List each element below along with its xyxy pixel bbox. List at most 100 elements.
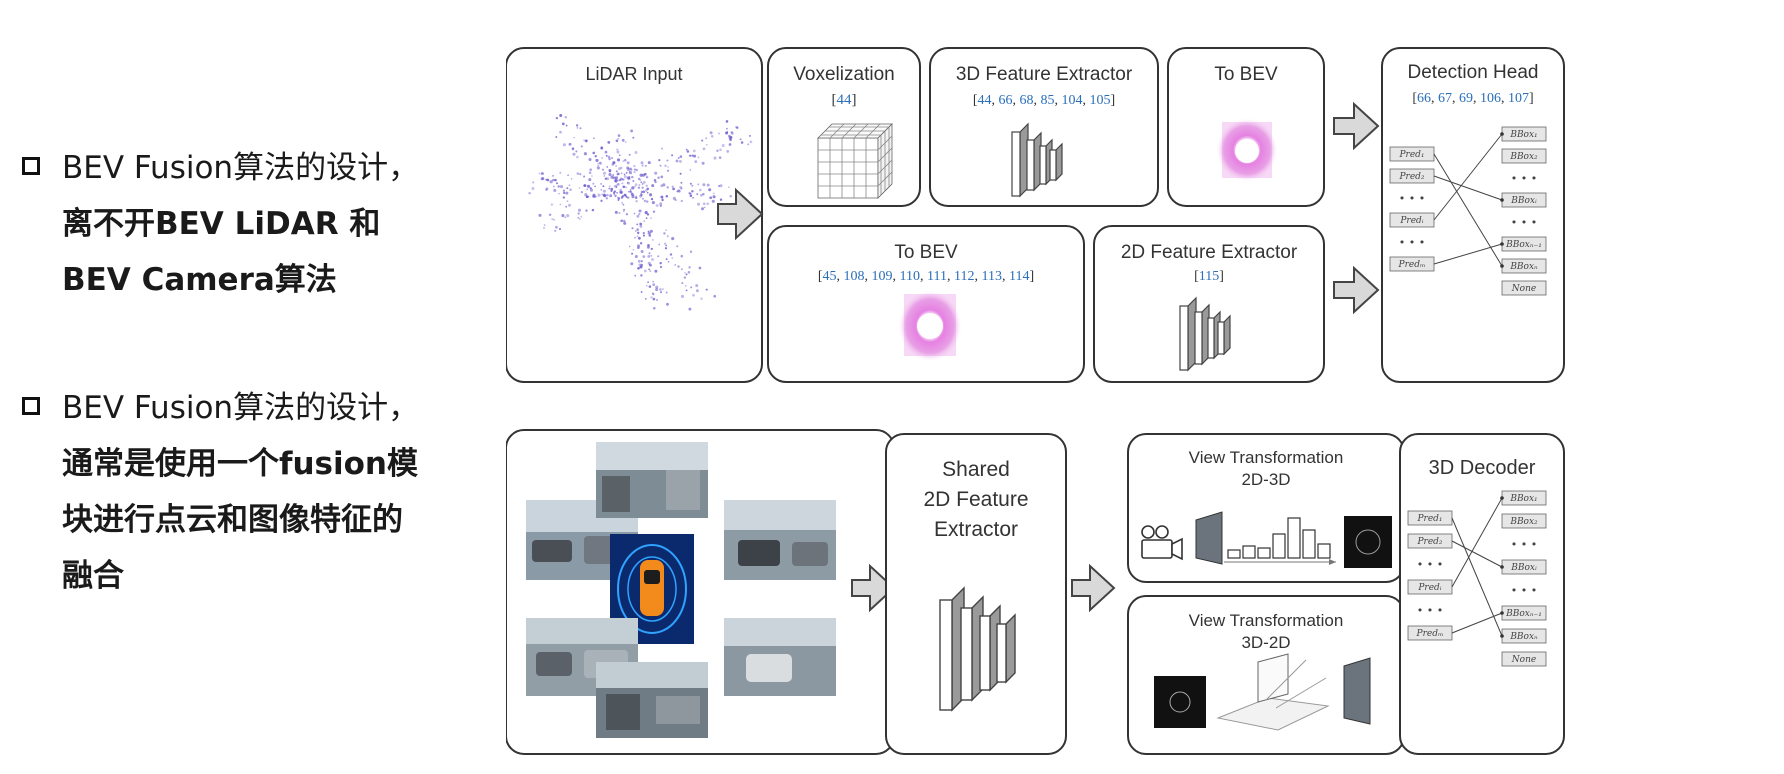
bbox-label: BBoxᵢ <box>1510 563 1537 573</box>
feature-extractor-2d-title: 2D Feature Extractor <box>1121 242 1298 263</box>
histogram-bar <box>1227 549 1241 559</box>
projection-geometry-icon <box>1216 653 1330 731</box>
image-plane-icon <box>1195 511 1223 565</box>
camera-image-front-right <box>724 500 836 580</box>
bullet-2-line-4: 融合 <box>62 558 124 594</box>
bbox-box <box>1501 148 1547 164</box>
bullet-2-line-3: 块进行点云和图像特征的 <box>62 502 403 538</box>
square-bullet-icon <box>22 397 40 415</box>
match-edge-end <box>1500 634 1504 638</box>
prediction-label: Pred₁ <box>1398 150 1424 160</box>
decoder-3d-title: 3D Decoder <box>1429 457 1536 479</box>
bbox-label: BBoxₙ <box>1509 632 1538 642</box>
camera-image-back <box>596 662 708 738</box>
ref-number: 107 <box>1508 91 1529 106</box>
feature-extractor-3d-refs: [44, 66, 68, 85, 104, 105] <box>973 93 1115 108</box>
ellipsis: • • • <box>1511 172 1537 185</box>
histogram-bar <box>1257 547 1271 559</box>
view-transform-2d3d-title-2: 2D-3D <box>1241 470 1290 489</box>
bev-input-dark-image <box>1154 676 1206 728</box>
bev-feature-map-image <box>1216 118 1278 182</box>
bullet-1-line-3: BEV Camera算法 <box>62 262 337 298</box>
ref-number: 68 <box>1020 93 1034 108</box>
bbox-label: BBox₁ <box>1509 494 1537 504</box>
image-plane-icon <box>1343 657 1371 725</box>
camera-input-panel <box>506 429 895 755</box>
histogram-bar <box>1287 517 1301 559</box>
bbox-label: BBoxₙ₋₁ <box>1505 609 1542 619</box>
bullet-1-line-2: 离不开BEV LiDAR 和 <box>62 206 381 242</box>
ellipsis: • • • <box>1417 558 1443 571</box>
cnn-layers-icon <box>1011 122 1063 198</box>
shared-title-line-3: Extractor <box>934 518 1018 541</box>
match-edge <box>1451 497 1503 588</box>
prediction-label: Pred₂ <box>1416 537 1442 547</box>
match-edge <box>1451 612 1503 634</box>
view-transform-3d2d-title-2: 3D-2D <box>1241 633 1290 652</box>
detection-head-panel: Detection Head [66, 67, 69, 106, 107] Pr… <box>1381 47 1565 383</box>
bbox-box <box>1501 651 1547 667</box>
bbox-label: BBox₂ <box>1509 517 1538 527</box>
ref-number: 105 <box>1090 93 1111 108</box>
depth-distribution-histogram <box>1227 517 1331 559</box>
bev-output-dark-image <box>1344 516 1392 568</box>
lidar-point-cloud <box>528 114 753 311</box>
ellipsis: • • • <box>1417 604 1443 617</box>
flow-arrow-icon <box>717 187 764 241</box>
pipeline-diagram: LiDAR Input Voxelization [44] 3D Feature… <box>506 47 1565 755</box>
detection-head-refs: [66, 67, 69, 106, 107] <box>1412 91 1533 106</box>
shared-title-line-1: Shared <box>942 458 1010 481</box>
cnn-layers-icon <box>939 586 1016 712</box>
ref-number: 110 <box>900 269 920 284</box>
ellipsis: • • • <box>1399 236 1425 249</box>
voxelization-panel: Voxelization [44] <box>767 47 921 207</box>
flow-arrow-icon <box>1333 265 1380 315</box>
feature-extractor-3d-box <box>929 47 1159 207</box>
ref-number: 66 <box>999 93 1013 108</box>
bev-feature-map-image <box>898 290 962 362</box>
view-transform-3d2d-title-1: View Transformation <box>1189 611 1344 630</box>
camera-image-back-right <box>724 618 836 696</box>
bbox-label: BBoxₙ <box>1509 262 1538 272</box>
flow-arrow-icon <box>851 563 896 613</box>
voxel-cube-icon <box>817 123 893 199</box>
match-edge <box>1433 243 1503 265</box>
bbox-label: BBox₂ <box>1509 152 1538 162</box>
match-edge-end <box>1500 198 1504 202</box>
match-edge-end <box>1500 242 1504 246</box>
prediction-label: Pred₂ <box>1398 172 1424 182</box>
bullet-list: BEV Fusion算法的设计， 离不开BEV LiDAR 和 BEV Came… <box>22 140 462 594</box>
cnn-layers-icon <box>1179 296 1231 372</box>
square-bullet-icon <box>22 157 40 175</box>
histogram-bar <box>1302 529 1316 559</box>
bbox-label: BBoxₙ₋₁ <box>1505 240 1542 250</box>
ref-number: 104 <box>1062 93 1083 108</box>
match-edge-end <box>1500 611 1504 615</box>
voxelization-refs: [44] <box>832 92 857 108</box>
voxelization-title: Voxelization <box>793 64 894 85</box>
bullet-2-line-2: 通常是使用一个fusion模 <box>62 446 418 482</box>
lidar-input-panel: LiDAR Input <box>506 47 763 383</box>
flow-arrow-icon <box>1333 101 1380 151</box>
ellipsis: • • • <box>1511 538 1537 551</box>
ref-number: 69 <box>1459 91 1473 106</box>
bbox-label: BBox₁ <box>1509 130 1537 140</box>
prediction-label: Pred₁ <box>1416 514 1442 524</box>
ref-number: 45 <box>823 269 837 284</box>
bbox-label: BBoxᵢ <box>1510 196 1537 206</box>
bbox-box <box>1501 280 1547 296</box>
detection-head-title: Detection Head <box>1408 62 1539 83</box>
ref-number: 85 <box>1041 93 1055 108</box>
feature-extractor-2d-box <box>1093 225 1325 383</box>
ref-number: 44 <box>837 92 853 108</box>
ref-number: 113 <box>981 269 1001 284</box>
histogram-bar <box>1272 533 1286 559</box>
ellipsis: • • • <box>1511 584 1537 597</box>
match-edge-end <box>1500 496 1504 500</box>
histogram-bar <box>1242 545 1256 559</box>
ellipsis: • • • <box>1511 216 1537 229</box>
view-transform-3d2d-panel: View Transformation 3D-2D <box>1127 595 1405 755</box>
match-edge <box>1451 540 1503 568</box>
bullet-item-1: BEV Fusion算法的设计， 离不开BEV LiDAR 和 BEV Came… <box>22 140 462 308</box>
